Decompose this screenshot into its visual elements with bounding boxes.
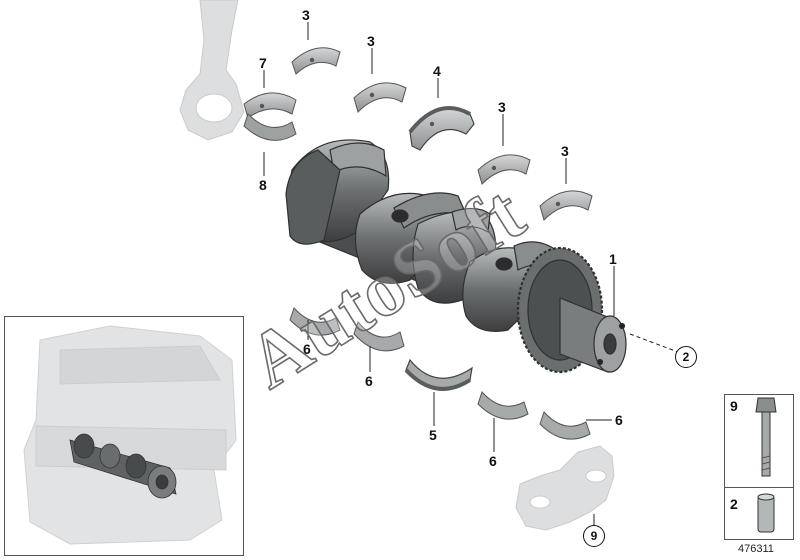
bearing-shell-upper-4 <box>539 190 593 221</box>
bearing-shell-lower-4 <box>539 411 591 440</box>
callout-6-b: 6 <box>365 373 373 389</box>
callout-3-b: 3 <box>367 33 375 49</box>
callout-6-d: 6 <box>615 412 623 428</box>
callout-7: 7 <box>259 55 267 71</box>
legend-number-top: 9 <box>730 398 738 414</box>
bearing-shell-lower-3 <box>477 391 529 420</box>
connecting-rod-ghost <box>179 0 245 141</box>
engine-inset-frame <box>4 316 244 556</box>
diagram-number: 476311 <box>738 543 774 555</box>
bearing-shell-upper-2 <box>353 82 407 113</box>
bearing-shell-lower-1 <box>289 307 341 336</box>
connecting-rod-bearing-pair <box>243 92 297 141</box>
callout-6-a: 6 <box>303 341 311 357</box>
callout-3-d: 3 <box>561 143 569 159</box>
callout-3-a: 3 <box>302 7 310 23</box>
leader-lines <box>263 22 679 526</box>
legend-number-bottom: 2 <box>730 496 738 512</box>
callout-1: 1 <box>609 251 617 267</box>
parts-legend-box <box>724 394 794 540</box>
callout-2-circled: 2 <box>675 346 697 368</box>
thrust-bearing-upper <box>408 106 475 151</box>
bearing-shell-upper-3 <box>477 154 531 185</box>
crankshaft <box>285 139 627 374</box>
bearing-cap-ghost <box>515 445 615 531</box>
callout-3-c: 3 <box>498 99 506 115</box>
legend-divider <box>724 487 794 488</box>
callout-5: 5 <box>429 427 437 443</box>
callout-9-circled: 9 <box>583 525 605 547</box>
callout-8: 8 <box>259 177 267 193</box>
bearing-shell-upper-1 <box>291 47 341 75</box>
callout-4: 4 <box>433 63 441 79</box>
thrust-bearing-lower <box>404 358 473 391</box>
callout-6-c: 6 <box>489 453 497 469</box>
